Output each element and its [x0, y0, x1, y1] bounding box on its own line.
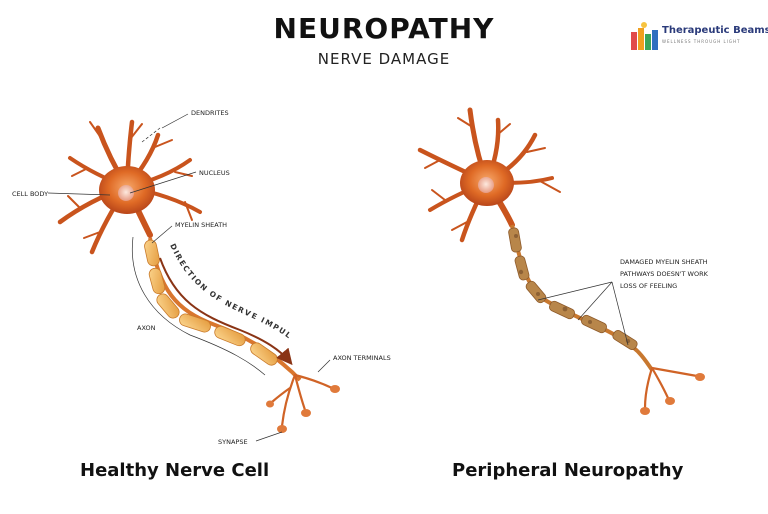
logo-mark-icon — [631, 22, 658, 50]
damaged-axon-terminals — [643, 366, 699, 410]
healthy-axon-terminals — [270, 373, 334, 428]
damaged-synapse-knobs — [640, 373, 705, 415]
dendrites-label: DENDRITES — [191, 109, 229, 117]
damaged-myelin-label: DAMAGED MYELIN SHEATH — [620, 258, 708, 266]
direction-label: DIRECTION OF NERVE IMPULSE — [0, 0, 294, 341]
pathways-label: PATHWAYS DOESN'T WORK — [620, 270, 709, 278]
damaged-neuron: DAMAGED MYELIN SHEATH PATHWAYS DOESN'T W… — [417, 107, 709, 415]
damaged-caption: Peripheral Neuropathy — [452, 460, 684, 481]
damaged-myelin-sheath — [508, 227, 638, 351]
healthy-caption: Healthy Nerve Cell — [80, 460, 270, 481]
logo-tagline: WELLNESS THROUGH LIGHT — [662, 39, 741, 44]
impulse-direction-arrow — [159, 257, 293, 366]
damage-spots — [514, 234, 631, 344]
axon-terminals-label: AXON TERMINALS — [333, 354, 391, 362]
damaged-callouts — [537, 281, 629, 346]
page-title: NEUROPATHY — [273, 12, 495, 45]
page-subtitle: NERVE DAMAGE — [317, 50, 451, 68]
damaged-nucleus — [478, 177, 494, 193]
healthy-nucleus — [118, 185, 134, 201]
cell-body-label: CELL BODY — [12, 190, 48, 198]
loss-of-feeling-label: LOSS OF FEELING — [620, 282, 677, 290]
brand-logo: Therapeutic Beams WELLNESS THROUGH LIGHT — [628, 20, 768, 54]
synapse-label: SYNAPSE — [218, 438, 248, 446]
myelin-sheath-label: MYELIN SHEATH — [175, 221, 227, 229]
axon-label: AXON — [137, 324, 156, 332]
healthy-myelin-sheath — [144, 239, 278, 366]
healthy-neuron: DIRECTION OF NERVE IMPULSE DENDRITES NUC… — [0, 0, 391, 446]
healthy-synapse-knobs — [266, 385, 340, 433]
healthy-callouts — [47, 113, 331, 442]
nucleus-label: NUCLEUS — [199, 169, 230, 177]
logo-name: Therapeutic Beams — [662, 25, 768, 36]
